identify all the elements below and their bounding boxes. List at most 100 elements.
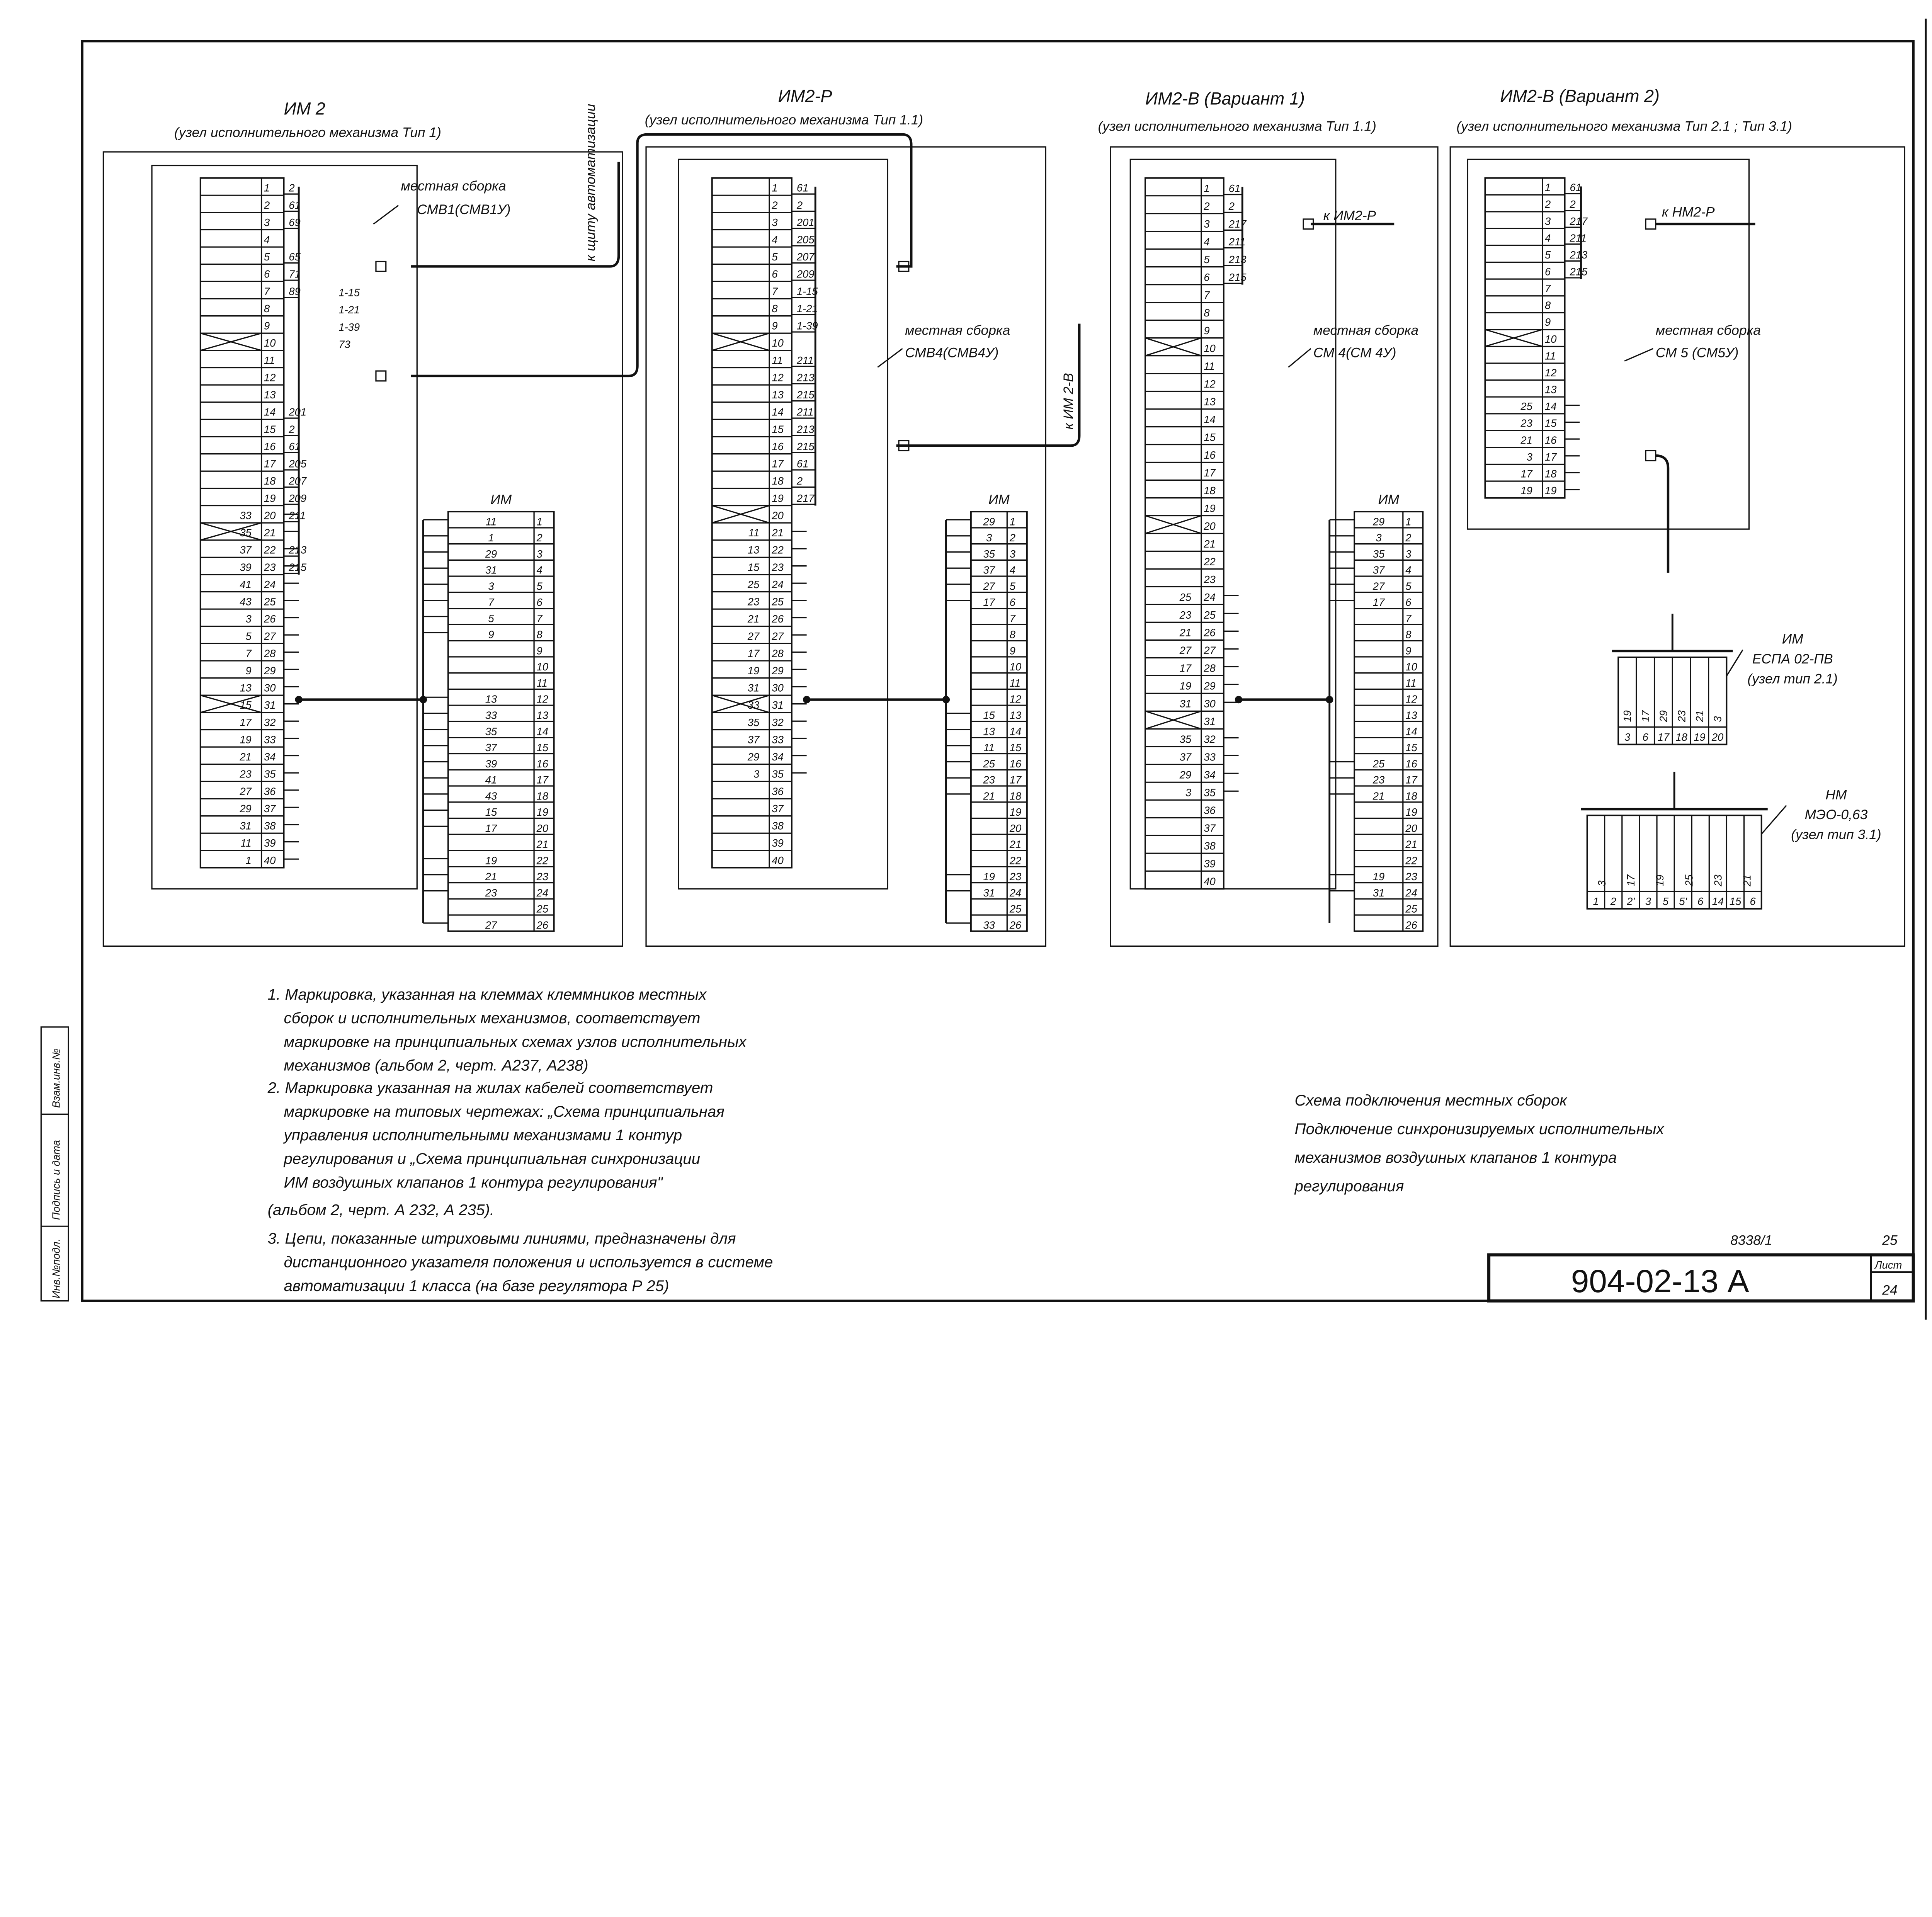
terminal-number: 1 (264, 182, 270, 194)
junction (942, 696, 950, 704)
terminal-number: 8 (1545, 299, 1551, 311)
terminal-number: 13 (1010, 709, 1021, 721)
wire-label: 21 (747, 613, 759, 625)
wire-label: 35 (748, 716, 760, 728)
terminal-number: 33 (772, 733, 783, 745)
device-node: (узел тип 2.1) (1747, 671, 1838, 687)
terminal-number: 32 (264, 716, 276, 728)
wire-label: 7 (488, 596, 495, 608)
wire-label: 17 (1520, 468, 1533, 480)
label-to-im2r: к ИМ2-Р (1323, 208, 1376, 223)
wire-label: 23 (1179, 609, 1191, 621)
terminal-number: 34 (772, 751, 783, 763)
terminal-number: 1 (772, 182, 777, 194)
wire-label: 217 (1228, 218, 1247, 230)
terminal-number: 36 (772, 785, 784, 797)
terminal-number: 7 (1545, 282, 1551, 294)
wire-label: 23 (239, 768, 251, 780)
terminal-number: 25 (536, 903, 549, 915)
device-title: ИМ (1782, 631, 1803, 647)
wire-label: 43 (485, 790, 497, 802)
terminal-number: 23 (1405, 871, 1417, 883)
wire-label: 29 (1179, 769, 1191, 781)
cross-mark (200, 332, 262, 351)
wire-label: 2 (1569, 198, 1575, 210)
terminal-number: 18 (1405, 790, 1417, 802)
terminal-number: 3 (537, 548, 543, 560)
terminal-number: 34 (264, 751, 276, 763)
terminal-number: 36 (1204, 805, 1216, 816)
wire-label: 61 (797, 182, 808, 194)
terminal-number: 9 (1405, 645, 1411, 657)
wire-label: 215 (796, 389, 815, 401)
wire-label: 25 (1179, 591, 1192, 603)
cross-mark (200, 694, 262, 713)
terminal-number: 10 (1545, 333, 1556, 345)
wire-label: 73 (338, 338, 350, 350)
actuator-terminal-strip: ИМ12923335437527617789101112131415162517… (1235, 492, 1424, 932)
junction (803, 696, 811, 704)
block-im2v2-subtitle: (узел исполнительного механизма Тип 2.1 … (1456, 118, 1792, 134)
terminal-number: 32 (772, 716, 783, 728)
terminal-number: 23 (771, 561, 783, 573)
terminal-number: 6 (772, 268, 778, 280)
block-im2-subtitle: (узел исполнительного механизма Тип 1) (174, 124, 441, 140)
wire-label: 3 (986, 532, 992, 544)
terminal-number: 28 (264, 647, 276, 659)
terminal-number: 12 (1545, 367, 1556, 379)
terminal-number: 23 (264, 561, 276, 573)
terminal-number: 6 (1545, 265, 1551, 277)
terminal-number: 26 (771, 613, 784, 625)
terminal-number: 37 (772, 803, 784, 815)
terminal-number: 18 (1010, 790, 1022, 802)
terminal-number: 22 (1405, 854, 1417, 866)
actuator-title: ИМ (1378, 492, 1399, 507)
note-line: (альбом 2, черт. А 232, А 235). (268, 1201, 494, 1218)
terminal-number: 10 (1204, 342, 1215, 354)
wire-label: 23 (747, 596, 759, 608)
block-im2v2-assembly-label: местная сборка (1656, 323, 1761, 338)
wire-label: 31 (1373, 887, 1384, 899)
wire-label: 27 (747, 630, 760, 642)
terminal-number: 11 (264, 354, 275, 366)
wire-label: 21 (1179, 627, 1191, 639)
terminal-number: 14 (1405, 725, 1417, 737)
note-line: маркировке на принципиальных схемах узло… (284, 1033, 747, 1050)
note-line: ИМ воздушных клапанов 1 контура регулиро… (284, 1174, 663, 1191)
notes: 1. Маркировка, указанная на клеммах клем… (267, 986, 773, 1294)
note-line: механизмов (альбом 2, черт. А237, А238) (284, 1057, 588, 1074)
wire-label: 35 (485, 725, 497, 737)
wire-label: 13 (240, 682, 251, 694)
wire-label: 3 (1376, 532, 1381, 544)
block-im2v2-assembly-code: СМ 5 (СМ5У) (1656, 345, 1739, 361)
wire-label: 11 (983, 742, 994, 754)
terminal-number: 2 (1544, 198, 1551, 210)
terminal-number: 7 (772, 285, 778, 297)
wire-label: 37 (240, 544, 252, 556)
wire-label: 31 (748, 682, 759, 694)
terminal-number: 12 (537, 693, 548, 705)
terminal-number: 25 (264, 596, 276, 608)
wire-label: 2 (288, 423, 294, 435)
wire-label: 61 (1229, 182, 1240, 194)
terminal-number: 29 (771, 665, 783, 677)
terminal-number: 9 (772, 320, 777, 332)
terminal-number: 18 (537, 790, 549, 802)
terminal-number: 10 (264, 337, 276, 349)
wire-label: 29 (485, 548, 497, 560)
terminal-number: 20 (1203, 520, 1215, 532)
wire-label: 27 (239, 785, 252, 797)
terminal-number: 31 (1204, 716, 1215, 728)
wire-label: 17 (748, 647, 760, 659)
wire-label: 19 (1373, 871, 1384, 883)
junction (295, 696, 303, 704)
terminal-number: 2 (1203, 200, 1209, 212)
wire-label: 11 (748, 527, 759, 539)
wire-label: 33 (748, 699, 759, 711)
terminal-number: 17 (264, 458, 276, 470)
wire-label: 21 (239, 751, 251, 763)
terminal-number: 23 (1009, 871, 1021, 883)
terminal-number: 18 (1204, 485, 1216, 497)
